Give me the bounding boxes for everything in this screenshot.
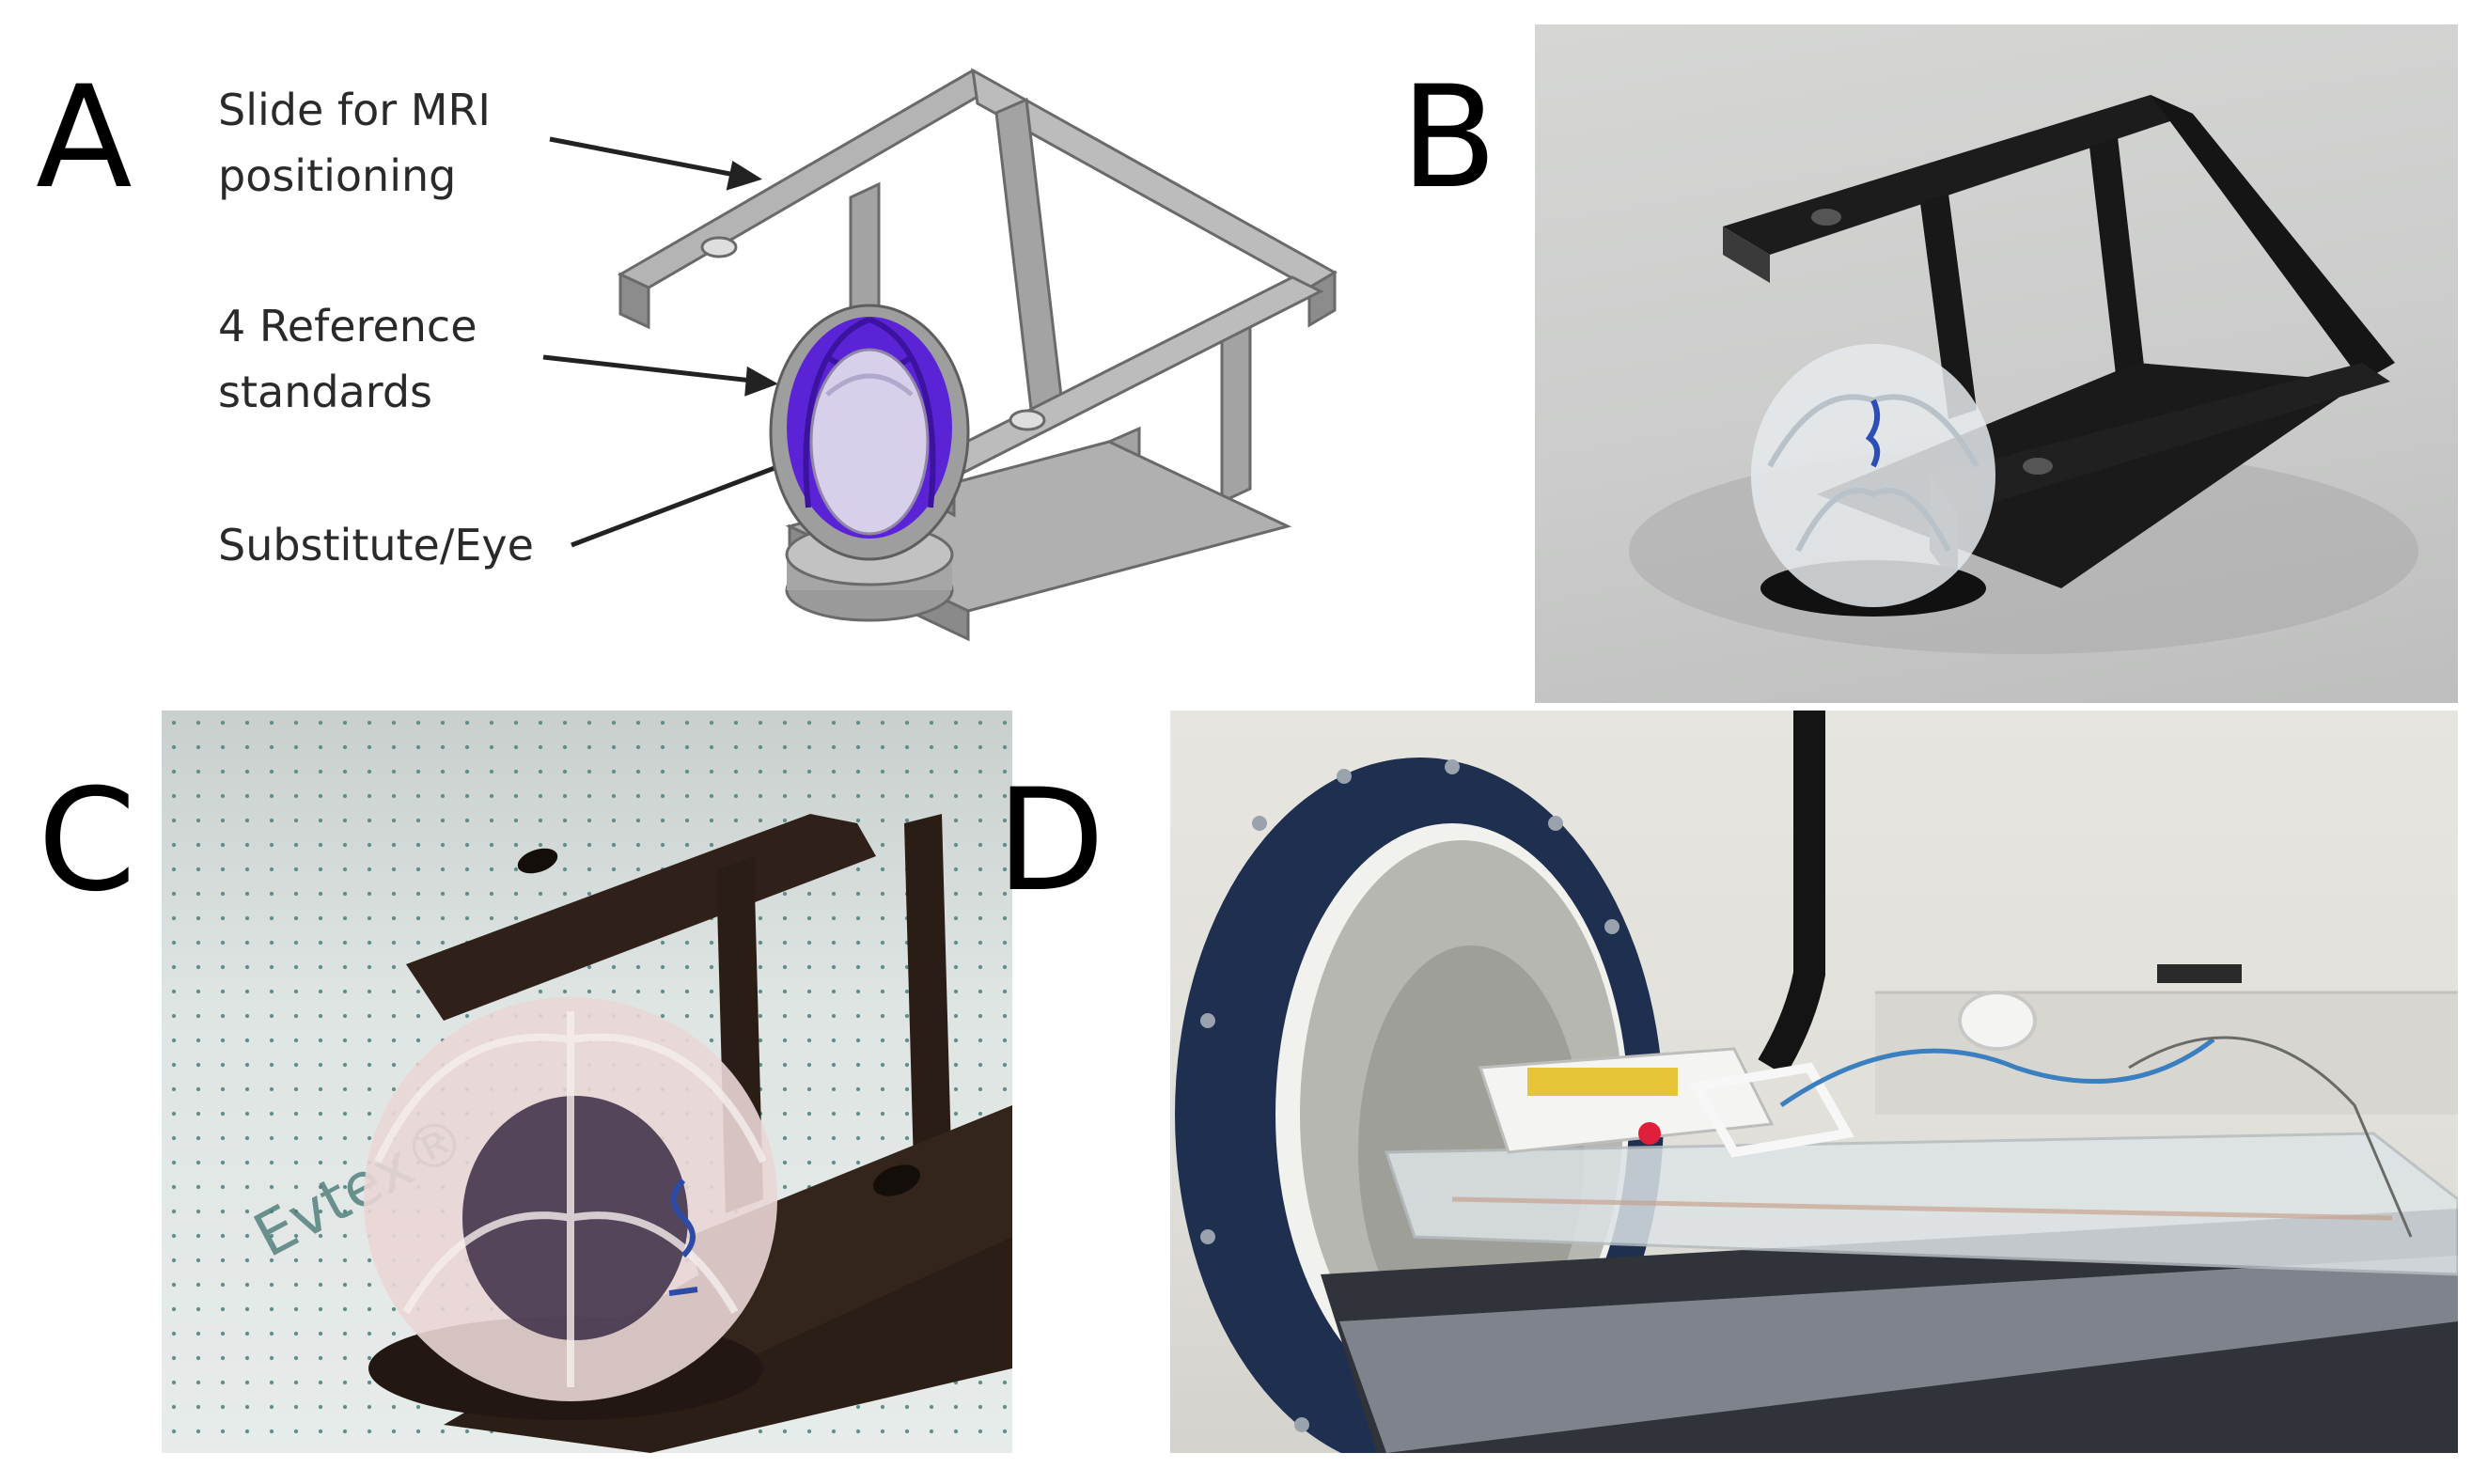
cad-drawing <box>542 68 1338 642</box>
c-holder-lobes <box>374 1011 767 1387</box>
d-white-holder <box>1689 1062 1854 1158</box>
b-back-bar-face <box>1723 227 1770 283</box>
d-blue-tubing <box>1779 1038 2215 1108</box>
b-hole-front <box>2023 458 2053 475</box>
label-substitute: Substitute/Eye <box>218 520 534 570</box>
d-tape-roll <box>1958 991 2037 1051</box>
b-right-bar <box>2151 95 2395 382</box>
d-coil-label <box>1527 1068 1678 1096</box>
label-slide-line-2: positioning <box>218 150 457 201</box>
photo-d-scene <box>1175 711 2458 1453</box>
b-eye-holder <box>1751 344 1995 607</box>
c-hole-front <box>873 1164 920 1196</box>
panel-letter-a: A <box>36 56 133 220</box>
label-slide: Slide for MRI positioning <box>218 77 491 209</box>
panel-letter-c: C <box>38 759 136 923</box>
d-cable <box>1758 711 1825 1076</box>
cad-hole-front <box>1009 409 1046 431</box>
photo-b <box>1535 24 2458 703</box>
b-blue-marking <box>1865 398 1881 468</box>
photo-c: Evtex® <box>162 711 1012 1453</box>
photo-c-scene <box>364 814 1012 1453</box>
d-thin-cable <box>2128 1036 2413 1238</box>
c-hole-back <box>517 848 558 874</box>
label-standards-line-1: 4 Reference <box>218 301 477 351</box>
c-front-bar <box>688 1105 1012 1368</box>
panel-letter-b: B <box>1400 56 1497 220</box>
d-flange-bolts <box>1200 759 1619 1432</box>
b-front-bar <box>1930 363 2390 513</box>
label-standards: 4 Reference standards <box>218 293 477 425</box>
arrow-standards <box>542 354 753 383</box>
label-slide-line-1: Slide for MRI <box>218 85 491 135</box>
d-rail <box>1339 1256 2458 1453</box>
cad-back-bar-front <box>618 272 650 330</box>
arrow-slide <box>549 136 736 178</box>
b-posts <box>1920 137 2146 419</box>
cad-back-bar-top <box>617 69 1002 289</box>
c-blue-marking <box>668 1178 698 1296</box>
arrowhead-standards <box>744 366 778 397</box>
d-sled <box>1384 1132 2458 1276</box>
photo-b-scene <box>1629 95 2418 654</box>
cad-hole-back <box>700 236 738 258</box>
d-red-marker <box>1638 1122 1661 1145</box>
cad-right-bar-side <box>1307 270 1337 328</box>
d-sensor-box <box>2157 964 2242 983</box>
photo-d <box>1170 711 2458 1453</box>
label-standards-line-2: standards <box>218 367 433 417</box>
cad-eye-substitute <box>809 348 930 536</box>
panel-letter-d: D <box>996 759 1105 923</box>
cad-eye-shading <box>825 373 914 397</box>
c-back-bar <box>406 814 876 1021</box>
b-hole <box>1811 209 1841 226</box>
arrowhead-slide <box>726 160 762 191</box>
arrow-substitute <box>571 458 795 548</box>
